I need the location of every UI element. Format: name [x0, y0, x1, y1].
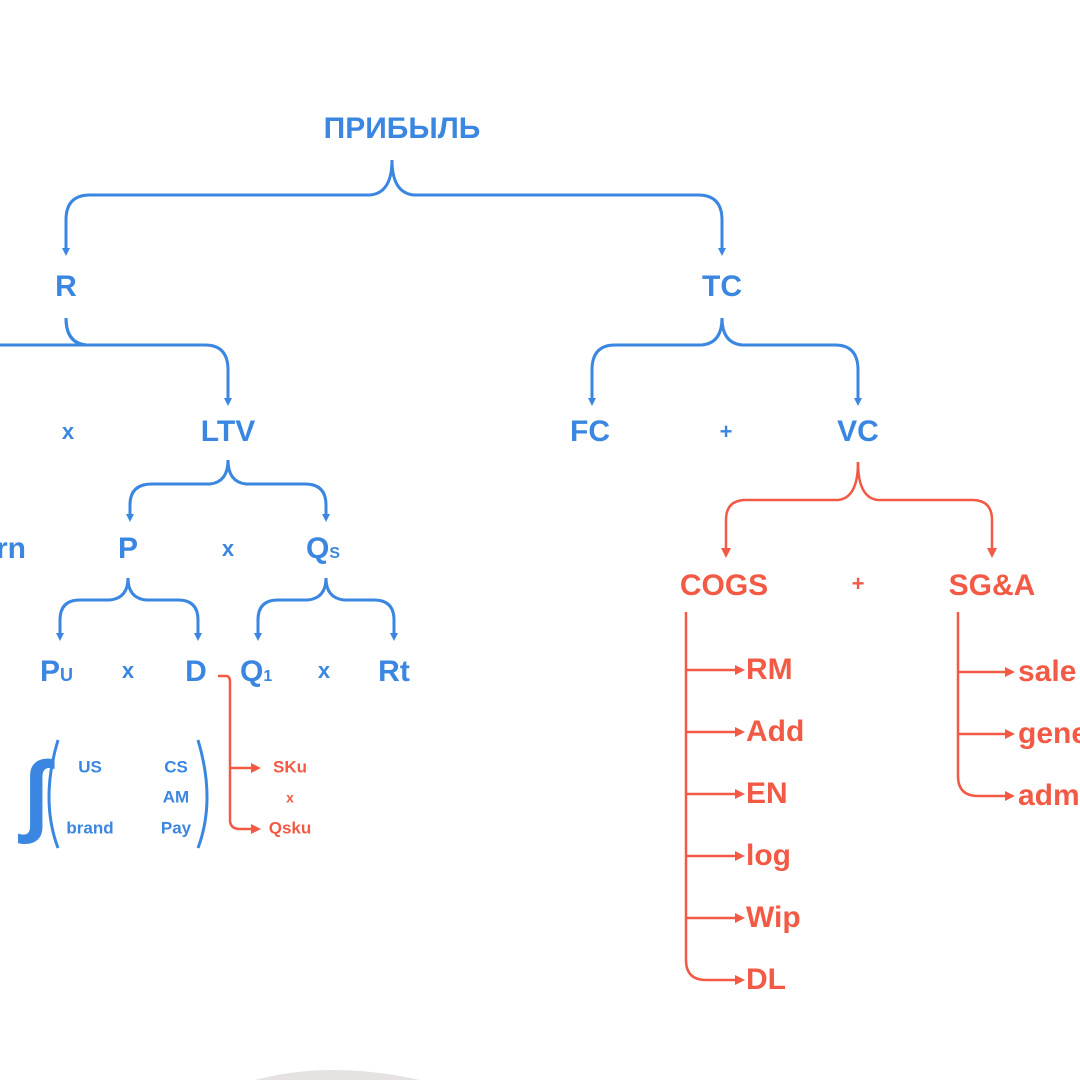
formula-brand: brand — [66, 818, 113, 837]
vc-plus-op: + — [852, 571, 865, 596]
ltv-label: LTV — [201, 415, 255, 448]
fixed-cost-label: FC — [570, 415, 610, 448]
sga-item: gene — [1018, 717, 1080, 750]
sga-items: sale gene adm — [1018, 655, 1080, 812]
right-paren — [196, 739, 209, 849]
qsku-label: Qsku — [269, 818, 312, 837]
formula-us: US — [78, 757, 102, 776]
sku-label: SKu — [273, 757, 307, 776]
p-multiply-op: x — [122, 658, 135, 683]
sga-label: SG&A — [949, 569, 1036, 602]
formula-pay: Pay — [161, 818, 192, 837]
cogs-item: RM — [746, 653, 793, 686]
qs-multiply-op: x — [318, 658, 331, 683]
bottom-edge-shape — [255, 1070, 420, 1080]
sga-item: adm — [1018, 779, 1080, 812]
variable-cost-label: VC — [837, 415, 879, 448]
ltv-multiply-op: x — [222, 536, 235, 561]
cost-plus-op: + — [720, 419, 733, 444]
revenue-multiply-op: x — [62, 419, 75, 444]
red-connectors — [218, 461, 1015, 985]
function-formula: ∫ US brand CS AM Pay — [18, 739, 209, 849]
formula-cs: CS — [164, 757, 188, 776]
revenue-left-fragment: rn — [0, 532, 26, 565]
left-paren — [47, 739, 60, 849]
cogs-item: Add — [746, 715, 804, 748]
revenue-label: R — [55, 270, 77, 303]
cogs-item: EN — [746, 777, 788, 810]
d-label: D — [185, 655, 207, 688]
sga-item: sale — [1018, 655, 1076, 688]
root-profit-label: ПРИБЫЛЬ — [324, 112, 481, 145]
qs-label: QS — [306, 532, 340, 565]
sku-multiply-op: x — [286, 790, 294, 806]
cogs-item: DL — [746, 963, 786, 996]
total-cost-label: TC — [702, 270, 742, 303]
cogs-item: log — [746, 839, 791, 872]
pu-label: PU — [40, 655, 73, 688]
cogs-item: Wip — [746, 901, 801, 934]
cogs-label: COGS — [680, 569, 768, 602]
rt-label: Rt — [378, 655, 410, 688]
cogs-items: RM Add EN log Wip DL — [746, 653, 804, 996]
formula-am: AM — [163, 787, 189, 806]
price-label: P — [118, 532, 138, 565]
q1-label: Q1 — [240, 655, 272, 688]
blue-connectors — [0, 159, 862, 641]
